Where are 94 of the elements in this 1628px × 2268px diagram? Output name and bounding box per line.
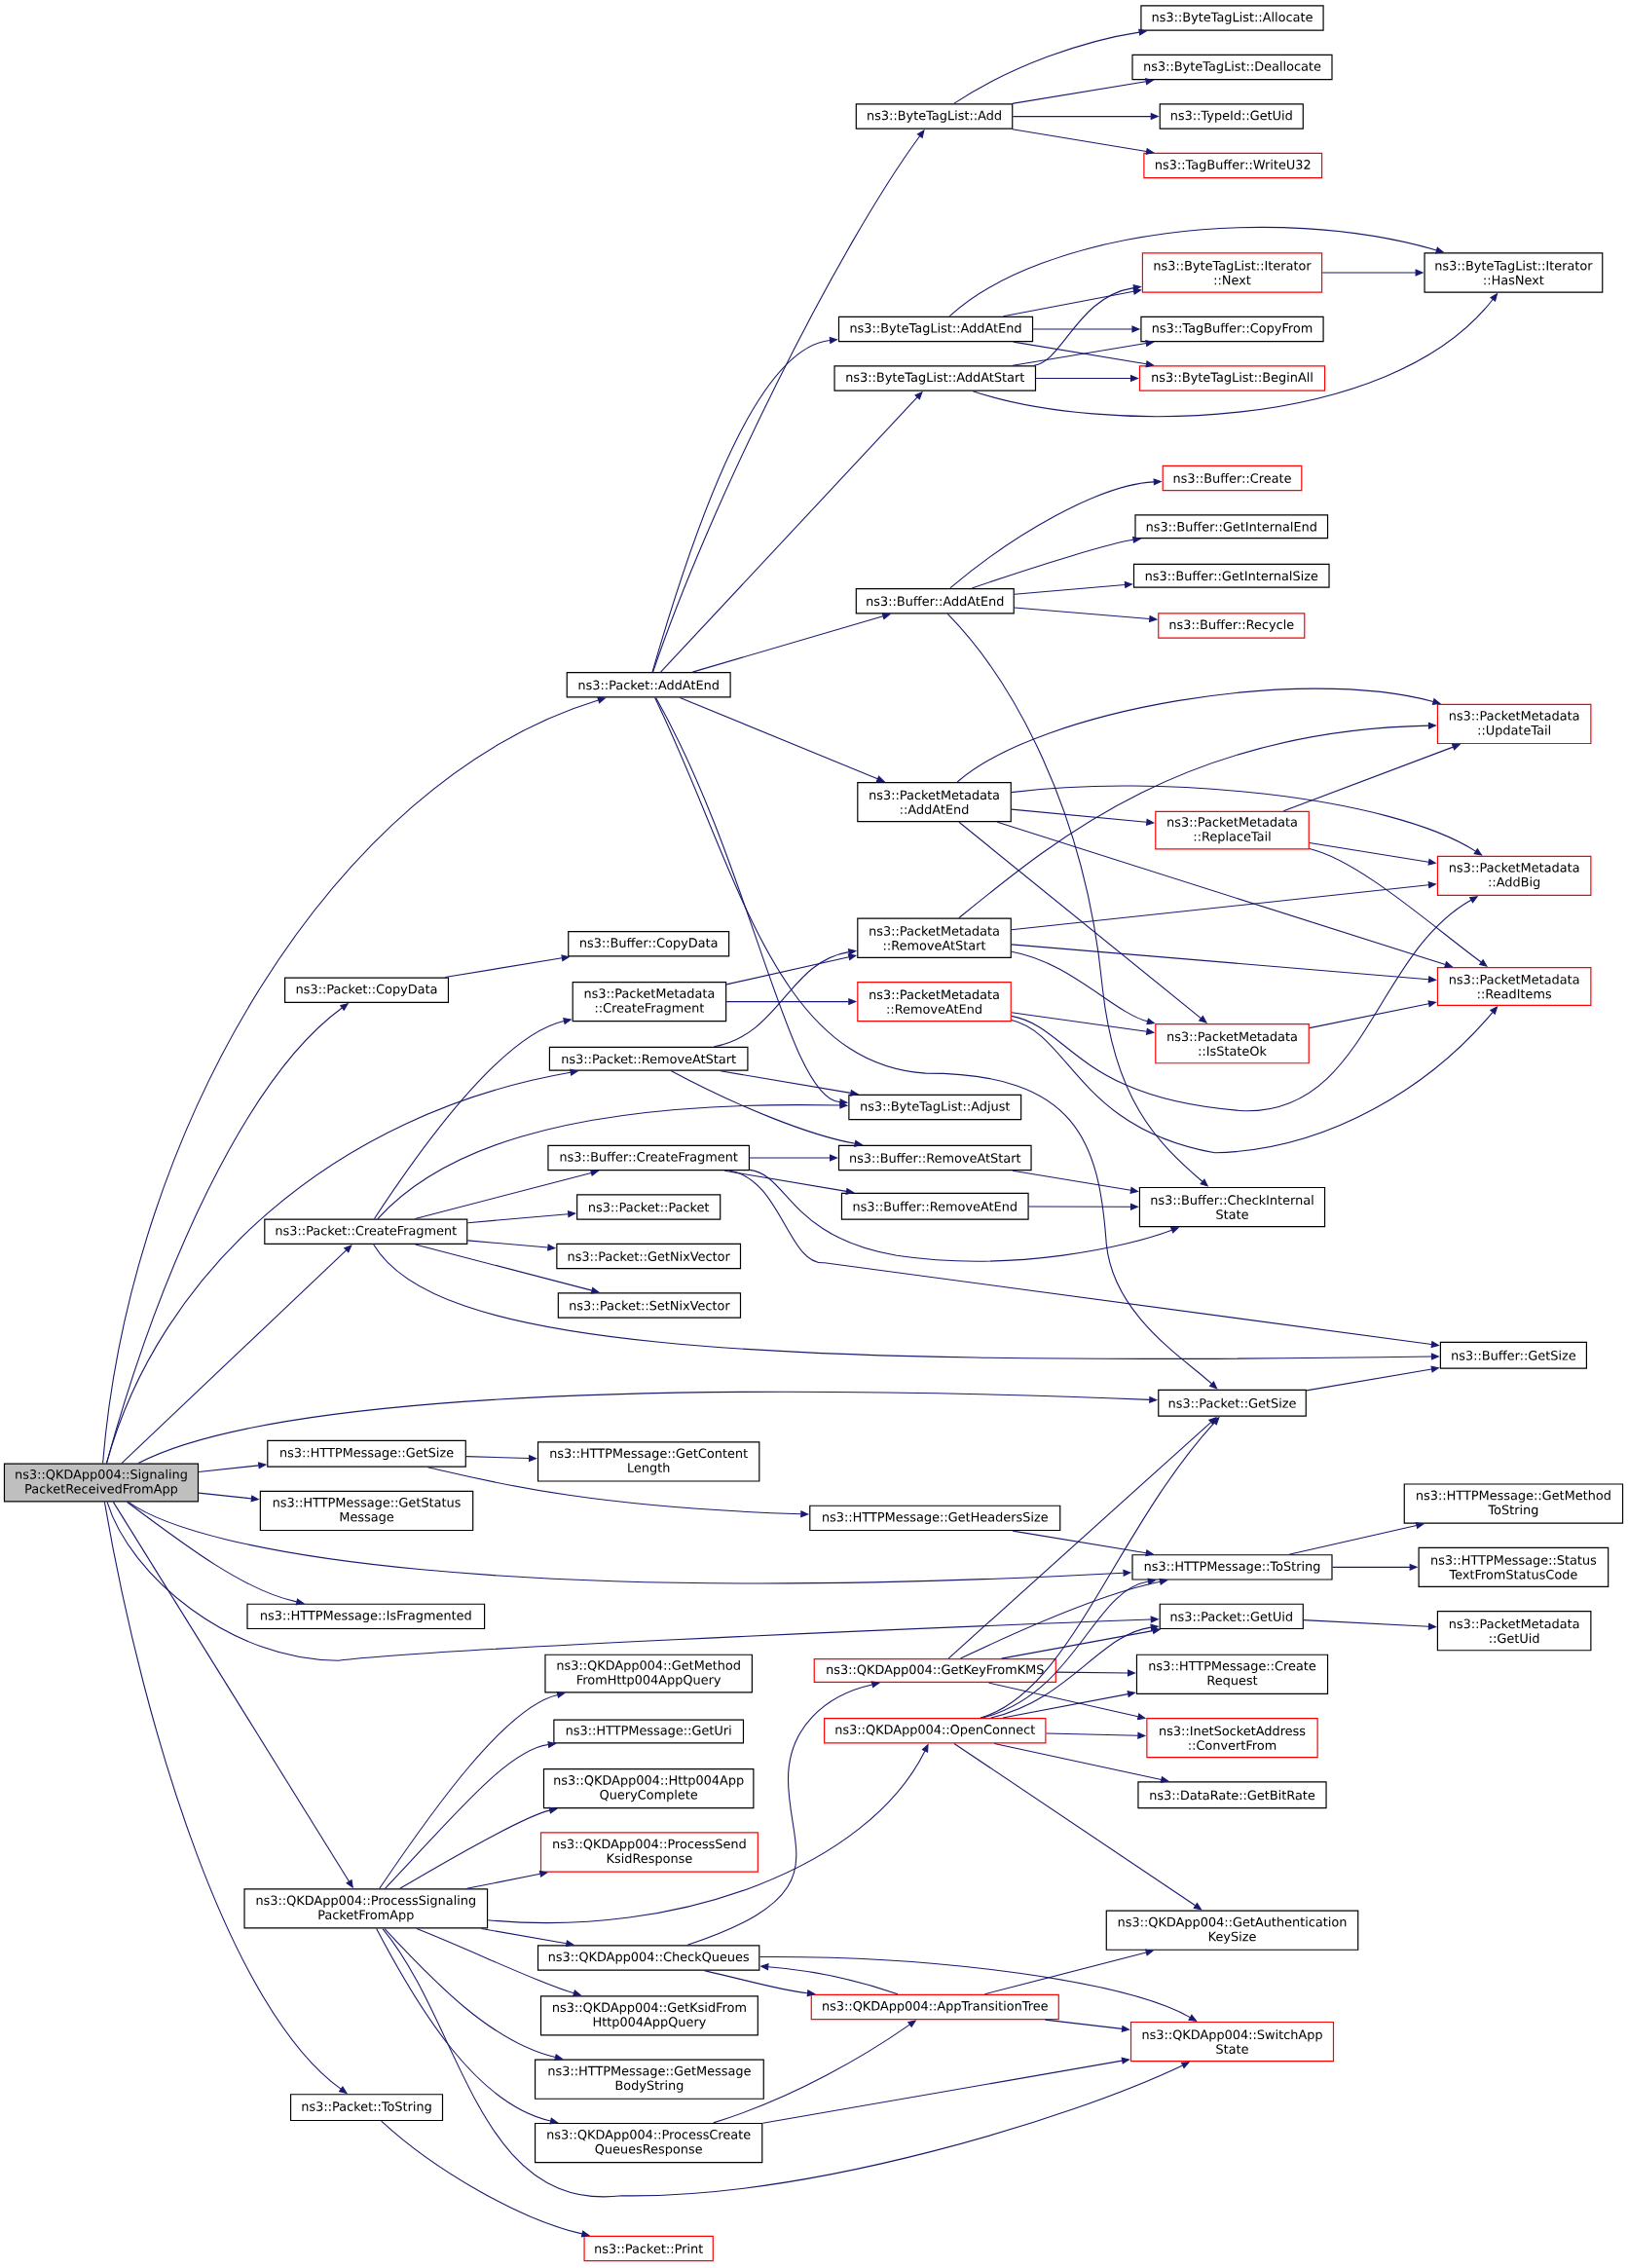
function-box: ns3::ByteTagList::AddAtStart: [833, 365, 1036, 391]
function-box: ns3::Buffer::AddAtEnd: [855, 587, 1015, 614]
function-box: ns3::Buffer::GetInternalEnd: [1134, 514, 1328, 539]
function-box: ns3::Buffer::RemoveAtEnd: [840, 1192, 1029, 1220]
arrow: [720, 1070, 859, 1097]
function-box: ns3::PacketMetadata ::IsStateOk: [1154, 1023, 1310, 1064]
function-box: ns3::HTTPMessage::GetHeadersSize: [808, 1505, 1061, 1532]
function-box: ns3::Packet::GetNixVector: [556, 1243, 741, 1270]
function-box: ns3::PacketMetadata ::ReadItems: [1436, 967, 1592, 1006]
function-box: ns3::Packet::SetNixVector: [557, 1292, 741, 1319]
function-box: ns3::ByteTagList::Iterator ::HasNext: [1424, 252, 1604, 293]
function-box: ns3::Buffer::Recycle: [1157, 613, 1306, 639]
function-box: ns3::QKDApp004::OpenConnect: [823, 1718, 1047, 1744]
function-box: ns3::Buffer::CheckInternal State: [1138, 1186, 1325, 1228]
function-box: ns3::Buffer::Create: [1162, 465, 1303, 492]
function-box: ns3::QKDApp004::Http004App QueryComplete: [542, 1768, 755, 1809]
function-box: ns3::Buffer::RemoveAtStart: [837, 1144, 1032, 1171]
arrow: [1011, 808, 1155, 826]
function-box: ns3::HTTPMessage::ToString: [1131, 1554, 1333, 1580]
function-box: ns3::TagBuffer::WriteU32: [1143, 152, 1322, 179]
arrow: [987, 1682, 1146, 1721]
function-box: ns3::QKDApp004::Signaling PacketReceivedFromApp: [3, 1463, 199, 1503]
function-box: ns3::Buffer::GetInternalSize: [1132, 563, 1330, 588]
function-box: ns3::DataRate::GetBitRate: [1137, 1781, 1327, 1809]
arrow: [465, 1870, 548, 1889]
arrow: [466, 1240, 556, 1251]
function-box: ns3::Packet::Packet: [575, 1194, 722, 1220]
arrow: [382, 1928, 1190, 2197]
function-box: ns3::Packet::CreateFragment: [264, 1218, 468, 1245]
arrow: [426, 1467, 809, 1518]
function-box: ns3::PacketMetadata ::UpdateTail: [1436, 703, 1592, 745]
function-box: ns3::HTTPMessage::GetStatus Message: [259, 1490, 474, 1532]
function-box: ns3::Packet::Print: [583, 2235, 714, 2262]
function-box: ns3::ByteTagList::Iterator ::Next: [1141, 252, 1322, 293]
arrow: [725, 953, 857, 985]
function-box: ns3::ByteTagList::AddAtEnd: [837, 316, 1033, 343]
function-box: ns3::HTTPMessage::IsFragmented: [246, 1603, 485, 1630]
function-box: ns3::HTTPMessage::GetMethod ToString: [1403, 1483, 1623, 1524]
function-box: ns3::QKDApp004::AppTransitionTree: [810, 1993, 1059, 2021]
function-box: ns3::Packet::GetUid: [1159, 1603, 1304, 1630]
function-box: ns3::PacketMetadata ::RemoveAtEnd: [857, 981, 1012, 1022]
arrow: [713, 948, 857, 1048]
arrow: [1288, 1522, 1424, 1555]
function-box: ns3::PacketMetadata ::ReplaceTail: [1154, 810, 1310, 850]
function-box: ns3::QKDApp004::ProcessSend KsidResponse: [539, 1832, 758, 1873]
function-box: ns3::HTTPMessage::GetSize: [266, 1439, 466, 1468]
arrow: [1045, 1731, 1146, 1739]
function-box: ns3::Packet::RemoveAtStart: [548, 1046, 749, 1071]
function-box: ns3::PacketMetadata ::AddBig: [1436, 855, 1592, 897]
function-box: ns3::TagBuffer::CopyFrom: [1140, 316, 1324, 343]
function-box: ns3::PacketMetadata ::RemoveAtStart: [857, 917, 1012, 958]
function-box: ns3::PacketMetadata ::GetUid: [1436, 1611, 1592, 1652]
function-box: ns3::Buffer::CopyData: [567, 931, 729, 957]
function-box: ns3::Packet::AddAtEnd: [566, 672, 731, 698]
function-box: ns3::HTTPMessage::GetUri: [553, 1719, 744, 1744]
function-box: ns3::PacketMetadata ::AddAtEnd: [857, 782, 1012, 823]
function-box: ns3::ByteTagList::Add: [855, 103, 1014, 130]
function-box: ns3::QKDApp004::SwitchApp State: [1129, 2021, 1334, 2063]
arrow: [121, 1245, 352, 1465]
arrow: [654, 697, 848, 1106]
function-box: ns3::Buffer::GetSize: [1439, 1341, 1587, 1369]
function-box: ns3::Packet::ToString: [289, 2094, 443, 2122]
arrow: [725, 997, 857, 1006]
function-box: ns3::QKDApp004::ProcessCreate QueuesResponse: [534, 2122, 763, 2164]
function-box: ns3::ByteTagList::BeginAll: [1138, 365, 1325, 391]
arrow: [377, 1101, 848, 1220]
function-box: ns3::QKDApp004::GetKsidFrom Http004AppQuery: [539, 1995, 758, 2036]
arrow: [380, 2120, 590, 2238]
arrow: [414, 1244, 600, 1294]
arrow: [1011, 1012, 1155, 1035]
function-box: ns3::QKDApp004::CheckQueues: [536, 1945, 760, 1971]
arrow: [691, 613, 891, 673]
arrow: [198, 1462, 267, 1473]
function-box: ns3::Buffer::CreateFragment: [547, 1144, 750, 1171]
function-box: ns3::ByteTagList::Adjust: [848, 1094, 1021, 1121]
arrow: [956, 688, 1441, 783]
function-box: ns3::QKDApp004::GetMethod FromHttp004AppQuery: [544, 1654, 753, 1693]
function-box: ns3::HTTPMessage::GetMessage BodyString: [534, 2059, 764, 2100]
function-box: ns3::InetSocketAddress ::ConvertFrom: [1146, 1718, 1318, 1759]
function-box: ns3::QKDApp004::GetAuthentication KeySize: [1105, 1910, 1359, 1951]
function-box: ns3::HTTPMessage::Create Request: [1135, 1654, 1328, 1694]
function-box: ns3::PacketMetadata ::CreateFragment: [572, 981, 726, 1022]
arrow: [958, 821, 1207, 1023]
arrow: [679, 697, 885, 783]
function-box: ns3::ByteTagList::Deallocate: [1131, 54, 1333, 81]
arrow: [480, 1928, 574, 1948]
function-box: ns3::Packet::CopyData: [283, 977, 449, 1003]
function-box: ns3::HTTPMessage::GetContent Length: [536, 1441, 760, 1482]
function-box: ns3::QKDApp004::ProcessSignaling PacketFromApp: [243, 1888, 488, 1929]
function-box: ns3::Packet::GetSize: [1157, 1389, 1307, 1417]
function-box: ns3::TypeId::GetUid: [1159, 103, 1304, 130]
function-box: ns3::QKDApp004::GetKeyFromKMS: [813, 1658, 1056, 1684]
function-box: ns3::ByteTagList::Allocate: [1140, 5, 1324, 31]
function-box: ns3::HTTPMessage::Status TextFromStatusCode: [1418, 1546, 1610, 1588]
